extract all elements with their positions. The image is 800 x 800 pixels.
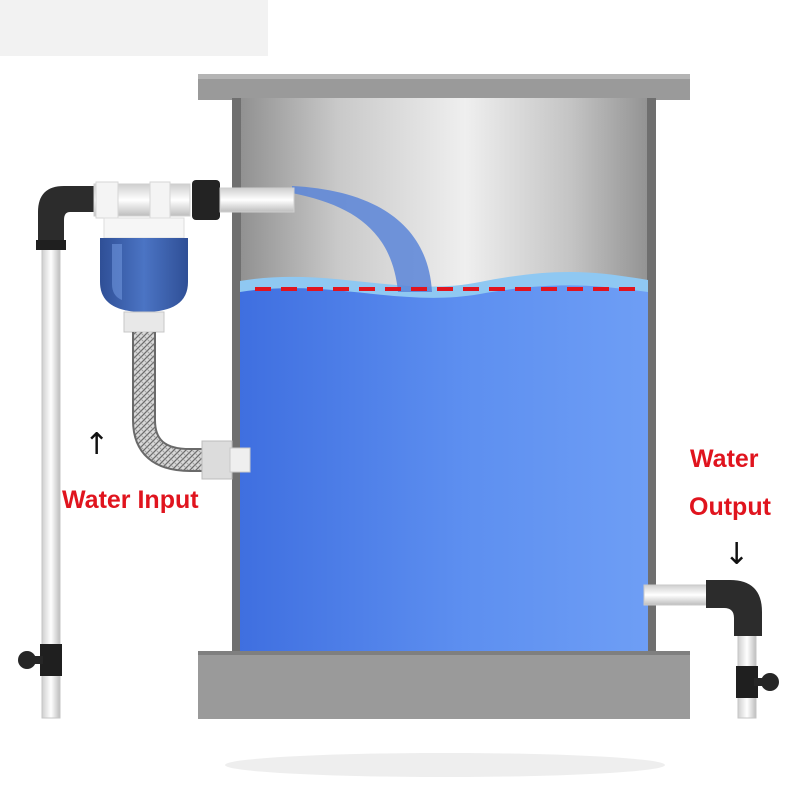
float-valve-icon: [93, 180, 295, 333]
pvc-elbow-icon: [706, 580, 762, 636]
water-input-label: Water Input: [62, 486, 199, 514]
flex-hose-icon: [132, 332, 251, 480]
shutoff-valve-icon: [736, 666, 779, 698]
water-body: [240, 285, 648, 651]
floor-shadow: [225, 753, 665, 777]
input-arrow-icon: ↑: [84, 427, 110, 462]
inflow-stream: [292, 186, 432, 292]
output-arrow-icon: ↓: [724, 537, 750, 572]
pvc-elbow-icon: [36, 186, 96, 250]
corner-patch: [0, 0, 268, 56]
water-output-label-line2: Output: [689, 493, 771, 521]
water-output-label-line1: Water: [690, 445, 759, 473]
shutoff-valve-icon: [18, 644, 62, 676]
tank-base: [198, 651, 690, 719]
